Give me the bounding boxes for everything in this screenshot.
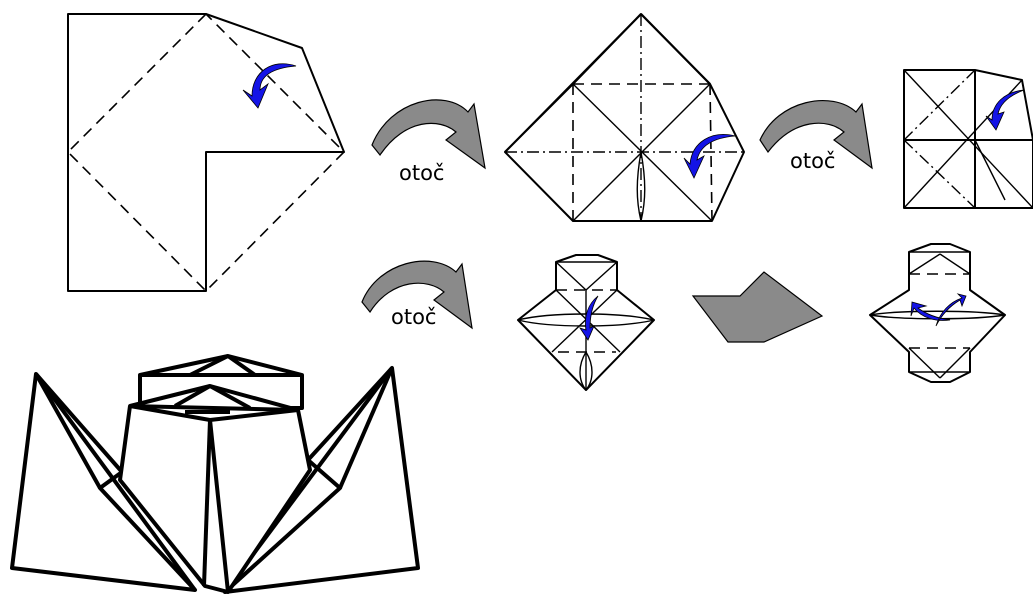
step-1-fold-arrow [242, 63, 297, 109]
turn-arrow-3-shape [361, 260, 473, 330]
step-2-fold-arrow [683, 134, 736, 179]
turn-arrow-1: otoč [371, 99, 486, 185]
next-arrow-shape [691, 271, 824, 343]
turn-arrow-1-shape [371, 99, 486, 170]
turn-arrow-2-shape [759, 99, 873, 170]
turn-arrow-1-label: otoč [399, 161, 444, 185]
turn-arrow-2-label: otoč [790, 149, 835, 173]
step-4-paper [517, 254, 655, 392]
final-model [10, 354, 420, 594]
step-2-paper [504, 13, 745, 222]
step-5-fold-arrow-left [910, 301, 951, 321]
step-3-fold-arrow [985, 89, 1025, 131]
step-5-fold-arrow-right [935, 293, 967, 327]
step-5-paper [869, 243, 1006, 383]
step-1-paper [66, 12, 346, 293]
turn-arrow-3-label: otoč [391, 305, 436, 329]
turn-arrow-2: otoč [759, 99, 873, 173]
turn-arrow-3: otoč [361, 260, 473, 330]
step-3-paper [903, 69, 1033, 209]
next-arrow [691, 271, 824, 343]
step-4-fold-arrow [579, 295, 599, 341]
